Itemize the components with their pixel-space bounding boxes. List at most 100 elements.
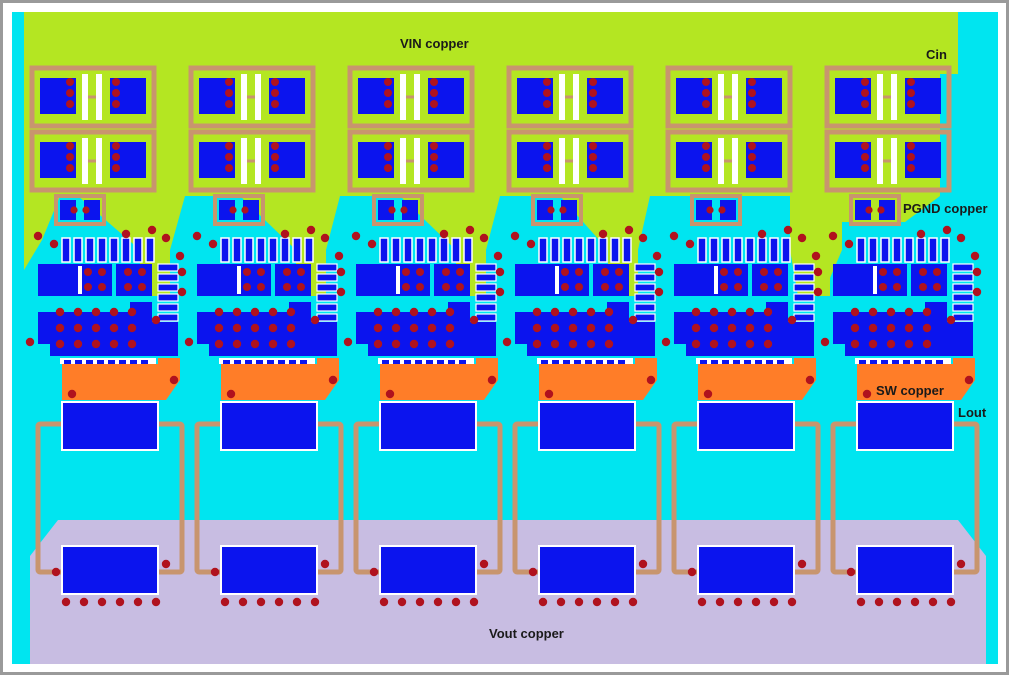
ic-pad-right xyxy=(434,264,470,296)
via xyxy=(933,283,941,291)
via xyxy=(232,323,242,333)
sw-copper-region xyxy=(698,358,816,400)
ic-pin xyxy=(403,237,413,263)
pgnd-copper-label: PGND copper xyxy=(903,201,988,216)
via xyxy=(769,597,779,607)
via xyxy=(868,339,878,349)
ic-side-pin xyxy=(793,313,815,322)
via xyxy=(343,337,353,347)
via xyxy=(55,339,65,349)
via xyxy=(469,597,479,607)
via xyxy=(271,142,279,150)
via xyxy=(543,78,551,86)
via xyxy=(243,268,251,276)
ic-bottom-pin xyxy=(744,360,751,364)
ic-pin xyxy=(622,237,632,263)
via xyxy=(904,339,914,349)
via xyxy=(727,339,737,349)
small-capacitor-pad xyxy=(561,200,577,220)
ic-bottom-pin xyxy=(596,360,603,364)
via xyxy=(652,251,662,261)
via xyxy=(510,231,520,241)
via xyxy=(568,307,578,317)
capacitor-clearance xyxy=(559,74,565,120)
via xyxy=(456,268,464,276)
via xyxy=(550,307,560,317)
via xyxy=(628,597,638,607)
via xyxy=(702,153,710,161)
ic-side-pin xyxy=(793,273,815,282)
via xyxy=(946,315,956,325)
power-stage-pad xyxy=(674,302,814,356)
via xyxy=(469,315,479,325)
via xyxy=(543,89,551,97)
via xyxy=(97,597,107,607)
via xyxy=(942,225,952,235)
via xyxy=(528,567,538,577)
via xyxy=(268,307,278,317)
via xyxy=(177,267,187,277)
via xyxy=(147,225,157,235)
via xyxy=(73,323,83,333)
input-capacitor-outline xyxy=(506,129,634,193)
ic-pin xyxy=(292,237,302,263)
ic-clearance xyxy=(873,266,877,294)
sw-copper-label: SW copper xyxy=(876,383,944,398)
via xyxy=(669,231,679,241)
via xyxy=(133,597,143,607)
input-capacitor-outline xyxy=(506,65,634,129)
power-stage-pad xyxy=(197,302,337,356)
via xyxy=(691,307,701,317)
ic-pin xyxy=(244,237,254,263)
via xyxy=(67,389,77,399)
via xyxy=(33,231,43,241)
ic-pin xyxy=(856,237,866,263)
ic-side-pin xyxy=(157,303,179,312)
via xyxy=(384,100,392,108)
via xyxy=(568,339,578,349)
via xyxy=(257,268,265,276)
small-capacitor-outline xyxy=(372,194,424,226)
via xyxy=(286,307,296,317)
via xyxy=(280,229,290,239)
capacitor-clearance xyxy=(732,74,738,120)
ic-pin xyxy=(757,237,767,263)
via xyxy=(715,597,725,607)
via xyxy=(907,142,915,150)
via xyxy=(697,597,707,607)
capacitor-clearance xyxy=(241,74,247,120)
input-capacitor-outline xyxy=(824,65,952,129)
ic-side-pin xyxy=(475,303,497,312)
ic-bottom-pin xyxy=(925,360,932,364)
via xyxy=(351,231,361,241)
small-capacitor-outline xyxy=(849,194,901,226)
via xyxy=(797,559,807,569)
inductor-pad-bottom xyxy=(697,545,795,595)
via xyxy=(112,100,120,108)
via xyxy=(550,339,560,349)
ic-side-pin xyxy=(475,283,497,292)
via xyxy=(757,229,767,239)
ic-bottom-pin xyxy=(382,360,389,364)
via xyxy=(592,597,602,607)
via xyxy=(297,268,305,276)
ic-pin xyxy=(232,237,242,263)
via xyxy=(797,233,807,243)
via xyxy=(922,323,932,333)
ic-bottom-pin xyxy=(256,360,263,364)
ic-bottom-pin xyxy=(234,360,241,364)
via xyxy=(874,597,884,607)
via xyxy=(306,225,316,235)
ic-pin xyxy=(781,237,791,263)
via xyxy=(774,283,782,291)
via xyxy=(727,323,737,333)
small-capacitor-pad xyxy=(219,200,235,220)
ic-bottom-pin xyxy=(448,360,455,364)
inductor-pad-bottom xyxy=(61,545,159,595)
ic-bottom-pin xyxy=(300,360,307,364)
via xyxy=(61,597,71,607)
via xyxy=(112,164,120,172)
via xyxy=(91,307,101,317)
via xyxy=(66,142,74,150)
vout-copper-region xyxy=(30,520,986,664)
